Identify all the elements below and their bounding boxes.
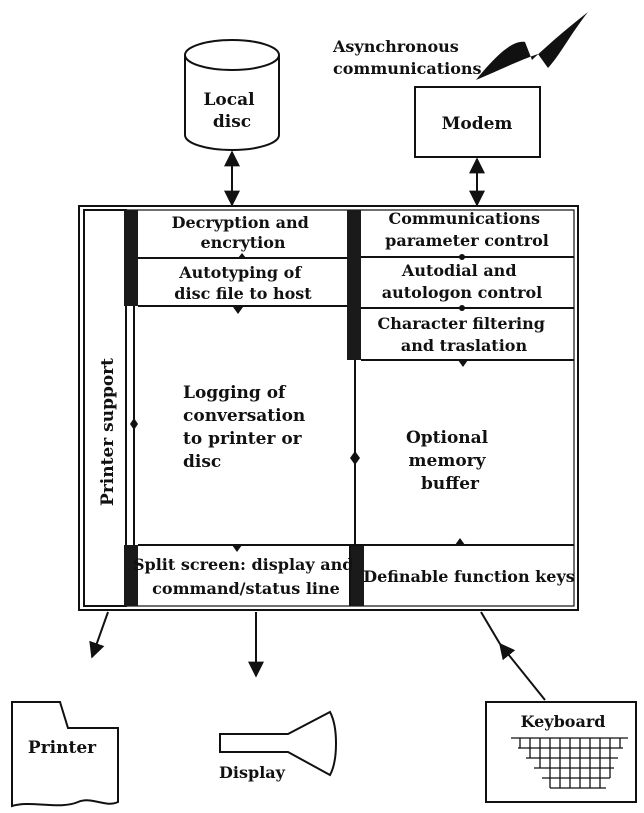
decryption-label: Decryption and encrytion (172, 213, 315, 252)
printer-shape (11, 701, 119, 808)
logging-label: Logging of conversation to printer or di… (183, 383, 311, 472)
split-screen-connector (232, 545, 242, 552)
optional-buffer-line-3: buffer (421, 474, 480, 494)
printer-label: Printer (28, 738, 97, 758)
split-screen-line-1: Split screen: display and (133, 555, 353, 574)
comm-param-line-1: Communications (388, 209, 540, 228)
left-upper-bar (124, 210, 138, 306)
keyboard-keys-icon (511, 737, 628, 789)
printer-arrow (89, 611, 109, 659)
printer-support-label: Printer support (98, 358, 118, 506)
modem-box (414, 86, 541, 158)
lightning-bolt-icon (476, 12, 588, 80)
keyboard-arrow (498, 642, 546, 701)
autotyping-connector (233, 307, 243, 314)
decryption-line-1: Decryption and (172, 213, 309, 232)
comm-param-connector (459, 254, 465, 260)
decryption-line-2: encrytion (200, 233, 285, 252)
local-disc-line-2: disc (213, 112, 251, 132)
local-disc-line-1: Local (203, 90, 255, 110)
async-comm-line-1: Asynchronous (332, 37, 459, 56)
logging-line-3: to printer or (183, 429, 303, 449)
logging-line-1: Logging of (183, 383, 287, 403)
autodial-label: Autodial and autologon control (382, 261, 543, 302)
local-disc-label: Local disc (203, 90, 260, 132)
main-frame-outer (78, 205, 579, 611)
char-filter-connector (458, 360, 468, 367)
left-lower-bar (124, 545, 138, 606)
char-filter-line-2: and traslation (401, 336, 528, 355)
comm-param-label: Communications parameter control (385, 209, 549, 250)
logging-line-4: disc (183, 452, 221, 472)
async-comm-label: Asynchronous communications (332, 37, 482, 78)
autodial-line-2: autologon control (382, 283, 543, 302)
decryption-connector (238, 253, 246, 258)
autodial-line-1: Autodial and (401, 261, 517, 280)
autotyping-line-2: disc file to host (174, 284, 312, 303)
optional-buffer-label: Optional memory buffer (406, 428, 494, 494)
printer-support-connector (130, 418, 138, 430)
autodial-connector (459, 305, 465, 311)
char-filter-line-1: Character filtering (377, 314, 544, 333)
split-screen-line-2: command/status line (152, 579, 340, 598)
display-label: Display (219, 763, 286, 782)
display-crt-icon (219, 710, 337, 777)
function-keys-connector (455, 538, 465, 545)
keyboard-box (485, 701, 637, 803)
printer-support-strip (83, 209, 127, 607)
logging-line-2: conversation (183, 406, 305, 426)
keyboard-arrow-tail (480, 611, 501, 645)
char-filter-label: Character filtering and traslation (377, 314, 550, 355)
split-screen-label: Split screen: display and command/status… (133, 555, 359, 598)
optional-buffer-line-2: memory (409, 451, 487, 471)
keyboard-label: Keyboard (521, 712, 606, 731)
right-lower-bar (350, 545, 364, 606)
optional-buffer-line-1: Optional (406, 428, 489, 448)
autotyping-line-1: Autotyping of (178, 263, 302, 282)
right-upper-bar (347, 210, 361, 360)
comm-param-line-2: parameter control (385, 231, 549, 250)
function-keys-label: Definable function keys (363, 567, 575, 586)
async-comm-line-2: communications (333, 59, 482, 78)
local-disc-cylinder (184, 39, 280, 151)
middle-diamond-connector (350, 451, 360, 465)
autotyping-label: Autotyping of disc file to host (174, 263, 312, 303)
modem-label: Modem (442, 114, 513, 134)
